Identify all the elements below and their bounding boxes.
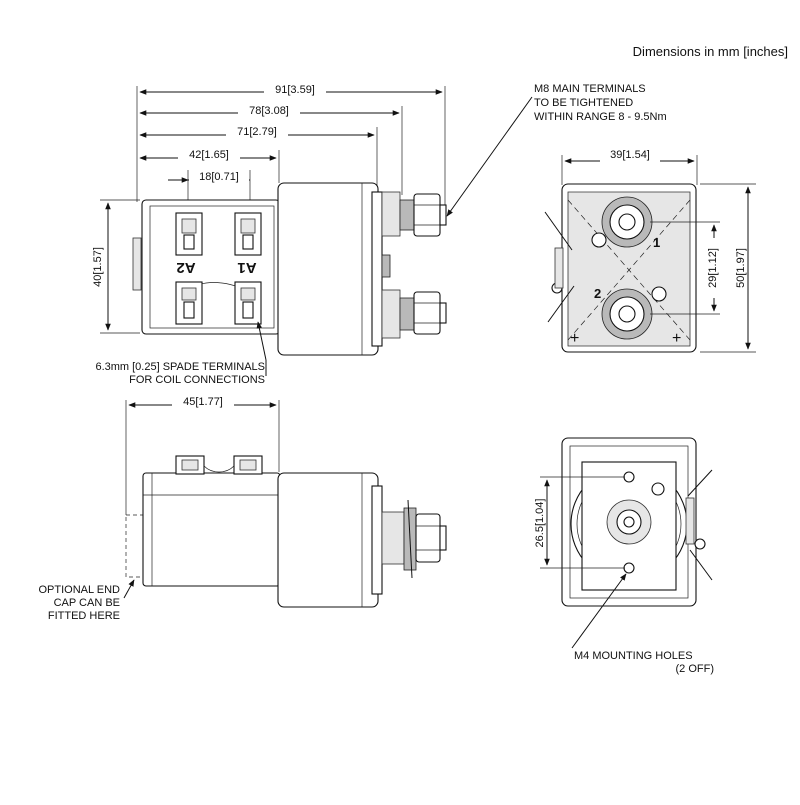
m8-note-line2: TO BE TIGHTENED	[534, 97, 633, 109]
units-note: Dimensions in mm [inches]	[633, 44, 788, 59]
m8-note-line3: WITHIN RANGE 8 - 9.5Nm	[534, 111, 667, 123]
side-m8-terminal	[381, 499, 447, 579]
m4-hole-lower	[623, 562, 635, 574]
dim-78: 78[3.08]	[139, 105, 400, 117]
dim-50-label: 50[1.97]	[735, 248, 747, 288]
dim-78-label: 78[3.08]	[249, 105, 289, 117]
dim-71-label: 71[2.79]	[237, 126, 277, 138]
spade-terminal-a2	[175, 212, 203, 256]
spade-note-line2: FOR COIL CONNECTIONS	[129, 374, 265, 386]
m8-note-line1: M8 MAIN TERMINALS	[534, 83, 646, 95]
m4-note-line2: (2 OFF)	[676, 663, 715, 675]
dim-39-label: 39[1.54]	[610, 149, 650, 161]
rear-view: 26.5[1.04] M4 MOUNTING HOLES (2 OFF)	[531, 437, 715, 675]
m4-note-line1: M4 MOUNTING HOLES	[574, 650, 693, 662]
spade-note-line1: 6.3mm [0.25] SPADE TERMINALS	[95, 361, 265, 373]
dim-42: 42[1.65]	[139, 149, 277, 161]
endcap-note-line1: OPTIONAL END	[39, 584, 121, 596]
dim-40: 40[1.57]	[88, 199, 140, 334]
spade-terminal-bottom-left	[175, 281, 203, 325]
side-view: 45[1.77] OPTIONAL END CAP CAN BE	[39, 396, 447, 622]
dim-91-label: 91[3.59]	[275, 84, 315, 96]
dim-50: 50[1.97]	[733, 186, 751, 350]
mount-plus-left: +	[570, 330, 579, 347]
dim-40-label: 40[1.57]	[92, 247, 104, 287]
dim-29-label: 29[1.12]	[707, 248, 719, 288]
endcap-note-line3: FITTED HERE	[48, 610, 120, 622]
mount-plus-right: +	[672, 330, 681, 347]
m8-terminal-lower	[381, 289, 447, 339]
dim-26-5: 26.5[1.04]	[531, 479, 550, 566]
dim-45-label: 45[1.77]	[183, 396, 223, 408]
m8-terminal-upper	[381, 191, 447, 237]
a1-label: A1	[237, 259, 256, 276]
dim-71: 71[2.79]	[139, 126, 375, 138]
endcap-note-line2: CAP CAN BE	[54, 597, 120, 609]
main-terminal-1	[591, 196, 653, 248]
dim-45: 45[1.77]	[128, 396, 277, 408]
m4-hole-upper	[623, 471, 635, 483]
terminal-1-label: 1	[653, 235, 660, 250]
top-view: 91[3.59] 78[3.08] 71[2.79] 42[1.65] 18[0…	[88, 83, 667, 386]
dim-26-5-label: 26.5[1.04]	[534, 499, 546, 548]
dim-29: 29[1.12]	[704, 224, 719, 312]
a2-label: A2	[176, 259, 195, 276]
dim-18-label: 18[0.71]	[199, 171, 239, 183]
dim-39: 39[1.54]	[564, 149, 695, 164]
end-view: 39[1.54] 1 2 + +	[544, 149, 756, 353]
spade-terminal-a1	[234, 212, 262, 256]
terminal-2-label: 2	[594, 286, 601, 301]
dim-18: 18[0.71]	[168, 171, 250, 183]
main-terminal-2	[601, 286, 667, 340]
dim-91: 91[3.59]	[139, 84, 443, 96]
spade-terminal-bottom-right	[234, 281, 262, 325]
dim-42-label: 42[1.65]	[189, 149, 229, 161]
